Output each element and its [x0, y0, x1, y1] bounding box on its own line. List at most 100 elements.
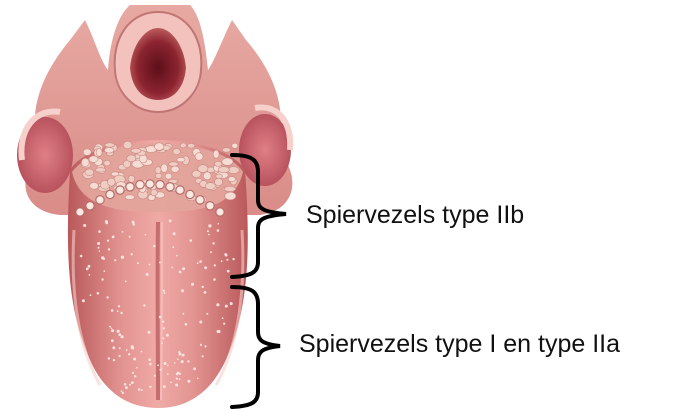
papilla-dot — [131, 345, 134, 348]
papilla-dot — [107, 240, 109, 242]
label-type-iib: Spiervezels type IIb — [306, 201, 524, 230]
papilla-dot — [199, 321, 202, 324]
vallate-papilla — [196, 196, 204, 204]
tongue-bump — [187, 143, 194, 148]
papilla-dot — [148, 358, 151, 361]
papilla-dot — [149, 264, 151, 266]
vallate-papilla — [186, 190, 194, 198]
papilla-dot — [206, 313, 208, 315]
papilla-dot — [111, 309, 114, 312]
tongue-bump — [177, 158, 185, 162]
papilla-dot — [197, 378, 199, 380]
papilla-dot — [112, 236, 115, 239]
papilla-dot — [179, 378, 181, 380]
papilla-dot — [204, 291, 207, 294]
papilla-dot — [204, 345, 206, 347]
papilla-dot — [111, 328, 113, 330]
papilla-dot — [141, 389, 143, 391]
papilla-dot — [185, 323, 188, 326]
tongue-bump — [104, 147, 114, 153]
papilla-dot — [161, 342, 163, 344]
papilla-dot — [113, 359, 115, 361]
papilla-dot — [129, 236, 131, 238]
tongue-bump — [225, 192, 236, 200]
tongue-bump — [224, 186, 236, 191]
papilla-dot — [190, 239, 193, 242]
papilla-dot — [223, 323, 225, 325]
papilla-dot — [173, 232, 176, 235]
papilla-dot — [129, 384, 131, 386]
tongue-bump — [90, 182, 99, 189]
papilla-dot — [97, 242, 100, 245]
papilla-dot — [86, 268, 89, 271]
vallate-papilla — [166, 183, 174, 191]
tongue-bump — [104, 160, 111, 166]
papilla-dot — [208, 234, 210, 236]
papilla-dot — [172, 246, 174, 248]
tongue-bump — [161, 164, 168, 172]
papilla-dot — [159, 262, 161, 264]
papilla-dot — [210, 251, 212, 253]
tongue-bump — [85, 169, 94, 176]
papilla-dot — [131, 253, 133, 255]
papilla-dot — [159, 316, 162, 319]
papilla-dot — [169, 220, 172, 223]
papilla-dot — [225, 305, 228, 308]
papilla-dot — [122, 231, 124, 233]
papilla-dot — [199, 260, 202, 263]
papilla-dot — [108, 248, 110, 250]
vallate-papilla — [126, 183, 134, 191]
papilla-dot — [145, 234, 147, 236]
papilla-dot — [120, 312, 122, 314]
papilla-dot — [103, 270, 105, 272]
tongue-bump — [215, 161, 222, 166]
papilla-dot — [221, 260, 223, 262]
papilla-dot — [97, 292, 100, 295]
papilla-dot — [167, 365, 169, 367]
papilla-dot — [153, 245, 156, 248]
papilla-dot — [176, 373, 179, 376]
papilla-dot — [114, 259, 116, 261]
papilla-dot — [217, 229, 220, 232]
tongue-bump — [213, 150, 219, 158]
vallate-papilla — [136, 181, 144, 189]
papilla-dot — [170, 382, 172, 384]
tongue-bump — [195, 153, 203, 161]
vallate-papilla — [216, 208, 224, 216]
tongue-bump — [95, 168, 106, 172]
papilla-dot — [226, 259, 228, 261]
tongue-bump — [222, 158, 233, 165]
papilla-dot — [181, 289, 184, 292]
papilla-dot — [159, 369, 161, 371]
papilla-dot — [157, 364, 159, 366]
papilla-dot — [164, 292, 166, 294]
papilla-dot — [112, 346, 115, 349]
vallate-papilla — [76, 208, 84, 216]
tongue-bump — [125, 195, 135, 200]
papilla-dot — [105, 220, 108, 223]
tongue-bump — [203, 172, 211, 180]
papilla-dot — [207, 230, 209, 232]
tongue-bump — [123, 141, 132, 149]
tongue-bump — [218, 167, 229, 173]
tongue-bump — [198, 165, 208, 173]
papilla-dot — [193, 367, 196, 370]
papilla-dot — [119, 347, 121, 349]
papilla-dot — [121, 335, 124, 338]
tongue-bump — [96, 149, 102, 157]
right-tonsil — [239, 114, 291, 186]
vallate-papilla — [116, 186, 124, 194]
papilla-dot — [118, 305, 120, 307]
papilla-dot — [126, 349, 128, 351]
papilla-dot — [121, 256, 124, 259]
tongue-bump — [128, 175, 134, 182]
papilla-dot — [125, 281, 127, 283]
papilla-dot — [125, 386, 128, 389]
tongue-bump — [180, 143, 186, 148]
papilla-dot — [131, 381, 134, 384]
papilla-dot — [108, 357, 110, 359]
tongue-bump — [169, 162, 179, 166]
vallate-papilla — [106, 190, 114, 198]
tongue-bump — [155, 167, 161, 174]
papilla-dot — [181, 360, 184, 363]
